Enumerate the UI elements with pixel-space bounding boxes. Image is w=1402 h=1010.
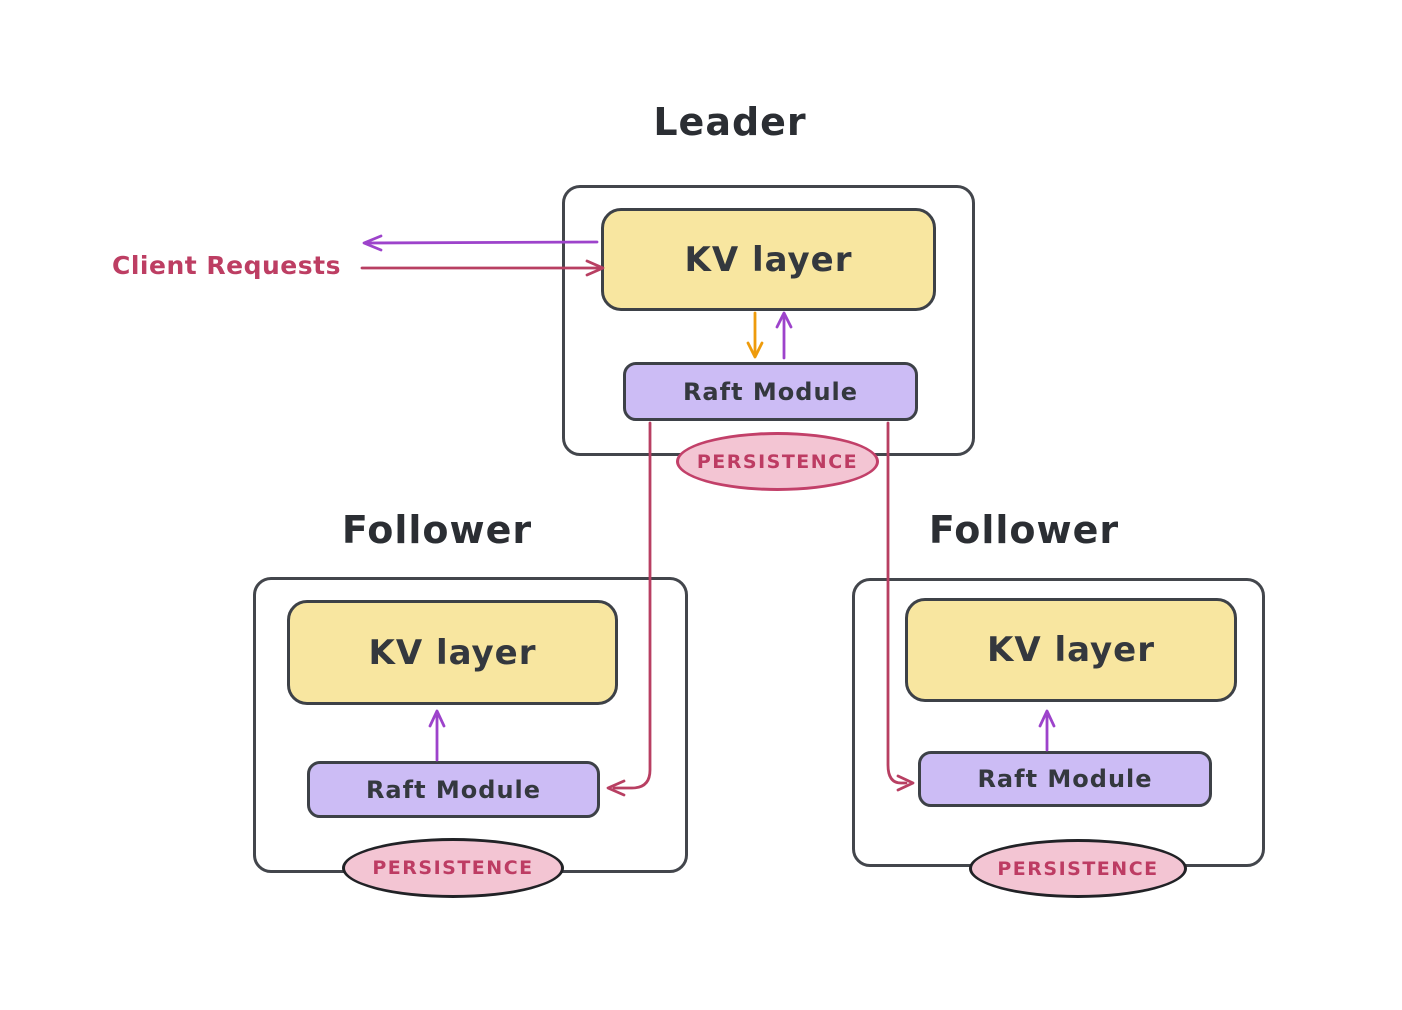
follower-right-kv-layer-box: KV layer xyxy=(905,598,1237,702)
leader-raft-module-label: Raft Module xyxy=(682,377,859,406)
follower-left-raft-module-label: Raft Module xyxy=(365,775,542,804)
leader-raft-module-box: Raft Module xyxy=(623,362,918,421)
leader-kv-layer-box: KV layer xyxy=(601,208,936,311)
leader-kv-layer-label: KV layer xyxy=(684,239,853,280)
follower-right-raft-module-label: Raft Module xyxy=(977,765,1153,793)
follower-right-raft-module-box: Raft Module xyxy=(918,751,1212,807)
follower-right-persistence-ellipse: PERSISTENCE xyxy=(969,839,1187,898)
follower-left-persistence-ellipse: PERSISTENCE xyxy=(342,838,564,898)
leader-persistence-ellipse: PERSISTENCE xyxy=(676,432,879,491)
follower-left-persistence-label: PERSISTENCE xyxy=(372,857,534,879)
follower-left-title: Follower xyxy=(341,508,533,552)
follower-right-title: Follower xyxy=(928,508,1120,552)
follower-left-kv-layer-box: KV layer xyxy=(287,600,618,705)
leader-persistence-label: PERSISTENCE xyxy=(696,450,859,473)
follower-left-raft-module-box: Raft Module xyxy=(307,761,600,818)
follower-right-kv-layer-label: KV layer xyxy=(986,630,1156,670)
follower-right-persistence-label: PERSISTENCE xyxy=(997,857,1159,880)
follower-left-kv-layer-label: KV layer xyxy=(368,632,537,673)
client-requests-label: Client Requests xyxy=(112,251,341,280)
leader-title: Leader xyxy=(653,100,807,144)
